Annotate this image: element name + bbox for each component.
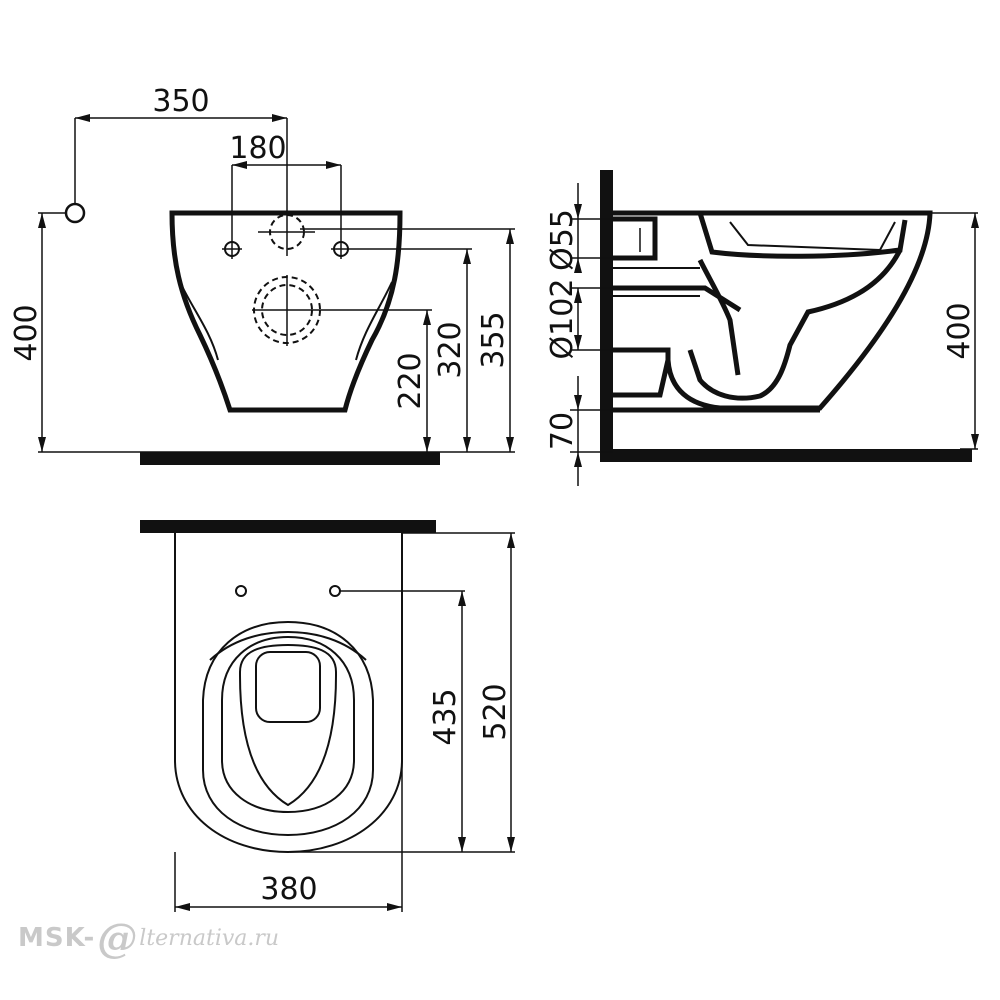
dim-350-arrow-left (75, 114, 90, 122)
front-bowl-inner-line-right (355, 281, 393, 361)
dim-350-label: 350 (152, 84, 209, 119)
dim-400-side-label: 400 (942, 302, 977, 359)
dim-380-label: 380 (260, 872, 317, 907)
side-floor-bar (600, 449, 972, 462)
top-view: 435 520 380 (140, 520, 515, 912)
side-wall (600, 170, 613, 462)
watermark-logo: MSK- @ lternativa.ru (18, 915, 280, 962)
dim-dia-102-arrow-top (574, 288, 582, 303)
top-seat-outer (202, 620, 374, 837)
side-outlet-inner (613, 267, 700, 297)
dim-435-arrow-bottom (458, 837, 466, 852)
dim-180-arrow-right (326, 161, 341, 169)
dim-355-label: 355 (476, 311, 511, 368)
dim-520-arrow-bottom (507, 837, 515, 852)
dim-dia-55-arrow-bottom (574, 258, 582, 273)
dim-320-arrow-top (463, 249, 471, 264)
dim-70-arrow-top (574, 395, 582, 410)
front-bowl-inner-line-left (179, 281, 219, 361)
dim-70-arrow-bottom (574, 452, 582, 467)
top-wall-bar (140, 520, 436, 533)
front-view: 350 180 400 220 320 355 (9, 84, 515, 465)
side-bowl-outer (613, 210, 933, 411)
dim-dia-55-arrow-top (574, 204, 582, 219)
dim-320-label: 320 (433, 321, 468, 378)
dim-355-arrow-bottom (506, 437, 514, 452)
dim-220-label: 220 (393, 352, 428, 409)
dim-220-arrow-bottom (423, 437, 431, 452)
dim-350-arrow-right (272, 114, 287, 122)
top-fixing-hole-left (235, 585, 247, 597)
side-bowl-inner (687, 248, 903, 401)
dim-dia-55-label: Ø55 (545, 209, 580, 271)
top-fixing-hole-right (329, 585, 341, 597)
dim-400-front-arrow-bottom (38, 437, 46, 452)
dim-220-arrow-top (423, 310, 431, 325)
dim-dia-102-arrow-bottom (574, 335, 582, 350)
dim-400-side-arrow-top (971, 213, 979, 228)
watermark-right-text: lternativa.ru (139, 925, 280, 951)
dim-380-arrow-right (387, 903, 402, 911)
top-water-surface (255, 651, 321, 723)
dim-dia-102-label: Ø102 (545, 279, 580, 360)
watermark-left-text: MSK- (18, 923, 96, 953)
side-bowl-rim (697, 212, 908, 259)
side-bowl-rim-inner (729, 221, 896, 252)
dim-400-front-label: 400 (9, 304, 44, 361)
top-bowl-outline (174, 533, 403, 854)
top-rim-crescent (209, 630, 367, 661)
dim-435-arrow-top (458, 591, 466, 606)
dim-180-label: 180 (229, 131, 286, 166)
watermark-at-symbol: @ (97, 914, 138, 962)
dim-400-side-arrow-bottom (971, 434, 979, 449)
dim-520-arrow-top (507, 533, 515, 548)
front-floor-bar (140, 452, 440, 465)
dim-320-arrow-bottom (463, 437, 471, 452)
front-bowl-outline (169, 210, 403, 413)
dim-380-arrow-left (175, 903, 190, 911)
reference-pipe-circle (64, 202, 86, 224)
side-inlet-pipe (613, 216, 658, 261)
side-outlet-pipe (613, 285, 742, 353)
dim-400-front-arrow-top (38, 213, 46, 228)
dim-70-label: 70 (545, 412, 580, 450)
dim-355-arrow-top (506, 229, 514, 244)
top-bowl-opening (238, 643, 338, 807)
dim-180-arrow-left (232, 161, 247, 169)
dim-520-label: 520 (478, 683, 513, 740)
top-seat-inner (221, 635, 355, 814)
side-foot (613, 359, 820, 413)
dim-435-label: 435 (428, 688, 463, 745)
side-view: Ø55 Ø102 70 400 (545, 170, 979, 486)
